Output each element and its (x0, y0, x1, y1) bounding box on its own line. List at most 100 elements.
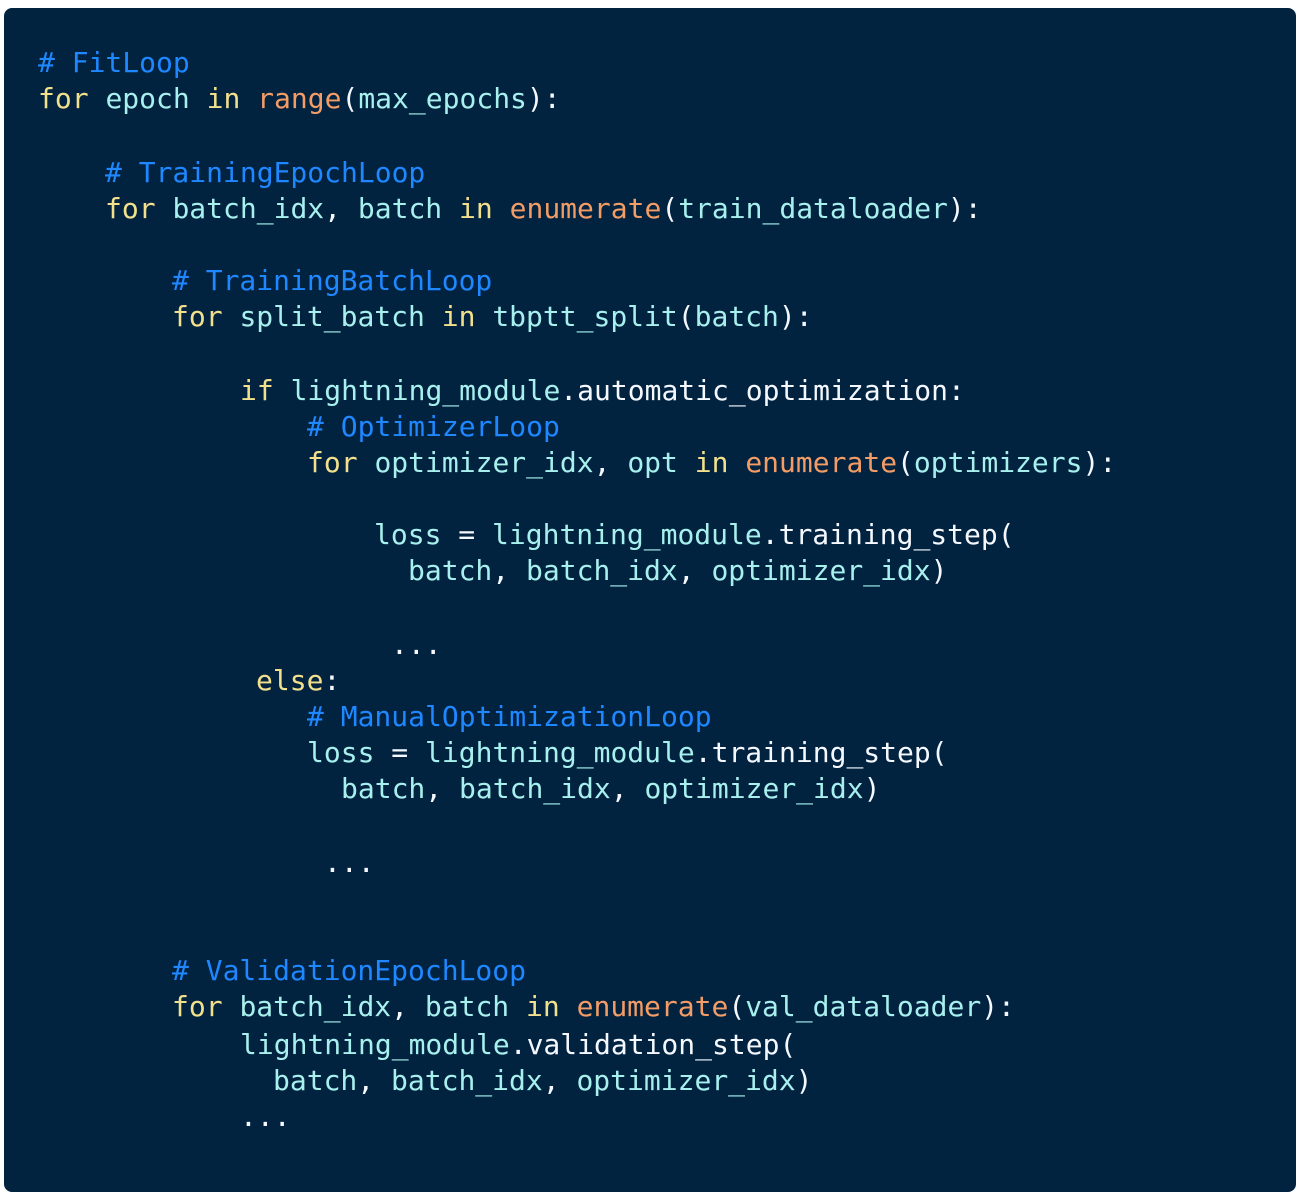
code-line: # ManualOptimizationLoop (307, 699, 712, 735)
code-token: in (694, 446, 729, 479)
code-token: in (206, 82, 241, 115)
code-token (560, 990, 577, 1023)
code-token: batch_idx (391, 1064, 543, 1097)
code-line: batch, batch_idx, optimizer_idx) (273, 1063, 812, 1099)
code-line: # TrainingEpochLoop (105, 155, 425, 191)
code-token: else (256, 664, 324, 697)
code-token: for (172, 990, 223, 1023)
code-line: # TrainingBatchLoop (172, 263, 492, 299)
code-token: lightning_module (492, 518, 762, 551)
code-token: batch (408, 554, 493, 587)
code-token: ): (526, 82, 561, 115)
code-token: lightning_module (240, 1028, 510, 1061)
code-token: # TrainingBatchLoop (172, 264, 493, 297)
code-token: .validation_step( (509, 1028, 797, 1061)
code-token: .training_step( (694, 736, 948, 769)
code-token: batch_idx (459, 772, 611, 805)
code-token: # OptimizerLoop (307, 410, 560, 443)
code-token (493, 192, 510, 225)
code-line: loss = lightning_module.training_step( (307, 735, 948, 771)
code-token: ( (728, 990, 746, 1023)
code-token: ) (863, 772, 881, 805)
code-token: .training_step( (761, 518, 1015, 551)
code-token: # FitLoop (38, 46, 190, 79)
code-token: ... (240, 1100, 291, 1133)
code-token: enumerate (509, 192, 662, 225)
code-token: , (357, 1064, 392, 1097)
code-token: ): (981, 990, 1015, 1023)
code-token: train_dataloader (678, 192, 948, 225)
code-token: optimizer_idx (374, 446, 594, 479)
code-token: ( (677, 300, 695, 333)
code-token: ) (795, 1064, 813, 1097)
code-token: optimizer_idx (644, 772, 864, 805)
code-line: for optimizer_idx, opt in enumerate(opti… (307, 445, 1116, 481)
code-line: ... (391, 627, 442, 663)
code-token: ) (930, 554, 948, 587)
code-line: loss = lightning_module.training_step( (374, 517, 1015, 553)
code-token: range (257, 82, 342, 115)
code-token: , (391, 990, 425, 1023)
code-token: batch (273, 1064, 358, 1097)
code-token: = (374, 736, 426, 769)
code-line: ... (324, 845, 375, 881)
code-line: for split_batch in tbptt_split(batch): (172, 299, 813, 335)
code-token: optimizer_idx (576, 1064, 796, 1097)
code-token: , (492, 554, 527, 587)
code-token: lightning_module (290, 374, 561, 407)
code-line: # ValidationEpochLoop (172, 953, 526, 989)
code-token: , (324, 192, 358, 225)
code-token: ( (897, 446, 914, 479)
code-token: , (677, 554, 712, 587)
code-token (475, 300, 492, 333)
code-token (190, 82, 207, 115)
code-token: loss (307, 736, 375, 769)
code-token: ): (1082, 446, 1117, 479)
code-token (678, 446, 695, 479)
code-token: enumerate (576, 990, 729, 1023)
code-token: batch (341, 772, 426, 805)
code-token: = (441, 518, 493, 551)
code-token: max_epochs (358, 82, 527, 115)
code-token: batch (694, 300, 779, 333)
code-token (156, 192, 173, 225)
code-token: opt (627, 446, 678, 479)
code-token: epoch (105, 82, 190, 115)
code-token: # ManualOptimizationLoop (307, 700, 712, 733)
code-token (223, 990, 240, 1023)
code-token: if (240, 374, 274, 407)
code-token (223, 300, 240, 333)
code-token: batch_idx (526, 554, 678, 587)
code-token: in (526, 990, 560, 1023)
code-line: if lightning_module.automatic_optimizati… (240, 373, 965, 409)
code-token (274, 374, 291, 407)
code-token (442, 192, 459, 225)
code-token: , (542, 1064, 577, 1097)
code-token: ): (778, 300, 813, 333)
code-line: ... (240, 1099, 291, 1135)
code-token: val_dataloader (745, 990, 982, 1023)
code-line: batch, batch_idx, optimizer_idx) (341, 771, 880, 807)
code-token: enumerate (745, 446, 898, 479)
code-token: , (610, 772, 645, 805)
code-token (509, 990, 526, 1023)
code-line: batch, batch_idx, optimizer_idx) (408, 553, 947, 589)
code-line: for epoch in range(max_epochs): (38, 81, 561, 117)
code-token (728, 446, 745, 479)
code-token: .automatic_optimization: (560, 374, 965, 407)
code-token: ... (324, 846, 375, 879)
code-line: # OptimizerLoop (307, 409, 560, 445)
code-token (358, 446, 375, 479)
code-token: loss (374, 518, 442, 551)
code-token: batch_idx (239, 990, 392, 1023)
code-line: for batch_idx, batch in enumerate(val_da… (172, 989, 1015, 1025)
code-token: batch (424, 990, 510, 1023)
code-token: optimizer_idx (711, 554, 931, 587)
code-token (240, 82, 257, 115)
code-token: in (459, 192, 493, 225)
code-token: for (38, 82, 89, 115)
code-line: else: (256, 663, 340, 699)
code-token: # TrainingEpochLoop (105, 156, 426, 189)
code-token: ( (661, 192, 679, 225)
